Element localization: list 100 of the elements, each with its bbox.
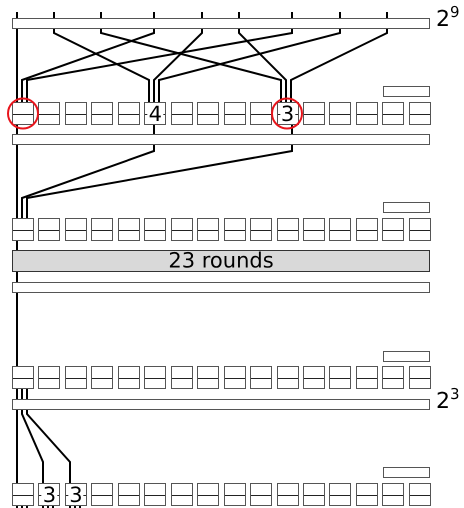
connector-line <box>42 506 44 508</box>
connector-line <box>26 410 71 483</box>
connector-line <box>16 145 18 218</box>
split-cell <box>12 483 34 506</box>
split-cell <box>382 102 404 125</box>
split-cell <box>329 483 352 506</box>
split-cell <box>38 483 60 506</box>
split-cell <box>118 102 140 125</box>
connector-line <box>53 12 55 18</box>
connector-line <box>26 29 293 102</box>
connector-line <box>16 241 18 250</box>
connector-line <box>158 29 341 102</box>
split-cell <box>170 483 193 506</box>
connector-line <box>53 29 150 102</box>
split-cell <box>144 483 166 506</box>
connector-line <box>153 29 203 102</box>
connector-line <box>100 29 282 102</box>
split-cell <box>197 483 220 506</box>
connector-line <box>21 29 155 102</box>
split-cell <box>329 366 352 389</box>
split-cell <box>170 102 193 125</box>
split-cell <box>224 102 246 125</box>
split-cell <box>118 483 140 506</box>
split-cell <box>64 218 87 241</box>
split-cell <box>38 218 60 241</box>
long-bar <box>12 399 430 410</box>
split-cell <box>408 218 431 241</box>
connector-line <box>79 506 81 508</box>
short-bar <box>383 202 430 213</box>
split-cell <box>144 218 166 241</box>
split-cell <box>64 102 87 125</box>
cell-number: 3 <box>42 484 58 504</box>
split-cell <box>224 218 246 241</box>
split-cell <box>91 366 114 389</box>
connector-line <box>238 29 287 102</box>
connector-line <box>16 506 18 508</box>
split-cell <box>197 366 220 389</box>
connector-line <box>290 29 388 102</box>
split-cell <box>91 483 114 506</box>
connector-line <box>74 506 76 508</box>
connector-line <box>201 12 203 18</box>
split-cell <box>356 483 378 506</box>
split-cell <box>408 102 431 125</box>
split-cell <box>382 366 404 389</box>
split-cell <box>302 483 325 506</box>
split-cell <box>224 366 246 389</box>
split-cell <box>38 366 60 389</box>
connector-line <box>153 125 155 134</box>
connector-line <box>291 12 293 18</box>
short-bar <box>383 467 430 478</box>
split-cell <box>118 366 140 389</box>
short-bar <box>383 86 430 97</box>
connector-line <box>16 272 18 282</box>
connector-line <box>16 29 18 102</box>
split-cell <box>197 102 220 125</box>
connector-line <box>16 410 18 483</box>
split-cell <box>382 218 404 241</box>
split-cell <box>356 366 378 389</box>
connector-line <box>52 506 54 508</box>
long-bar <box>12 18 430 29</box>
split-cell <box>38 102 60 125</box>
split-cell <box>302 102 325 125</box>
connector-line <box>16 293 18 366</box>
connector-line <box>47 506 49 508</box>
split-cell <box>12 102 34 125</box>
split-cell <box>144 102 166 125</box>
split-cell <box>302 366 325 389</box>
split-cell <box>408 483 431 506</box>
split-cell <box>64 366 87 389</box>
rounds-label: 23 rounds <box>168 250 274 272</box>
connector-line <box>339 12 341 18</box>
cell-number: 4 <box>148 104 163 124</box>
split-cell <box>250 483 272 506</box>
split-cell <box>197 218 220 241</box>
short-bar <box>383 351 430 362</box>
split-cell <box>12 366 34 389</box>
connector-line <box>100 12 102 18</box>
split-cell <box>12 218 34 241</box>
split-cell <box>64 483 87 506</box>
split-cell <box>91 102 114 125</box>
split-cell <box>356 102 378 125</box>
rounds-band <box>12 250 430 272</box>
connector-line <box>153 12 155 18</box>
connector-line <box>21 410 44 483</box>
exponent-label: 2$^{9}$ <box>436 8 460 32</box>
connector-line <box>26 506 28 508</box>
split-cell <box>250 102 272 125</box>
split-cell <box>250 218 272 241</box>
connector-line <box>238 12 240 18</box>
cell-number: 3 <box>68 484 84 504</box>
split-cell <box>408 366 431 389</box>
split-cell <box>382 483 404 506</box>
split-cell <box>170 218 193 241</box>
connector-line <box>69 506 71 508</box>
split-cell <box>91 218 114 241</box>
split-cell <box>329 102 352 125</box>
connector-line <box>26 145 293 218</box>
split-cell <box>170 366 193 389</box>
connector-line <box>21 506 23 508</box>
connector-line <box>16 389 18 399</box>
